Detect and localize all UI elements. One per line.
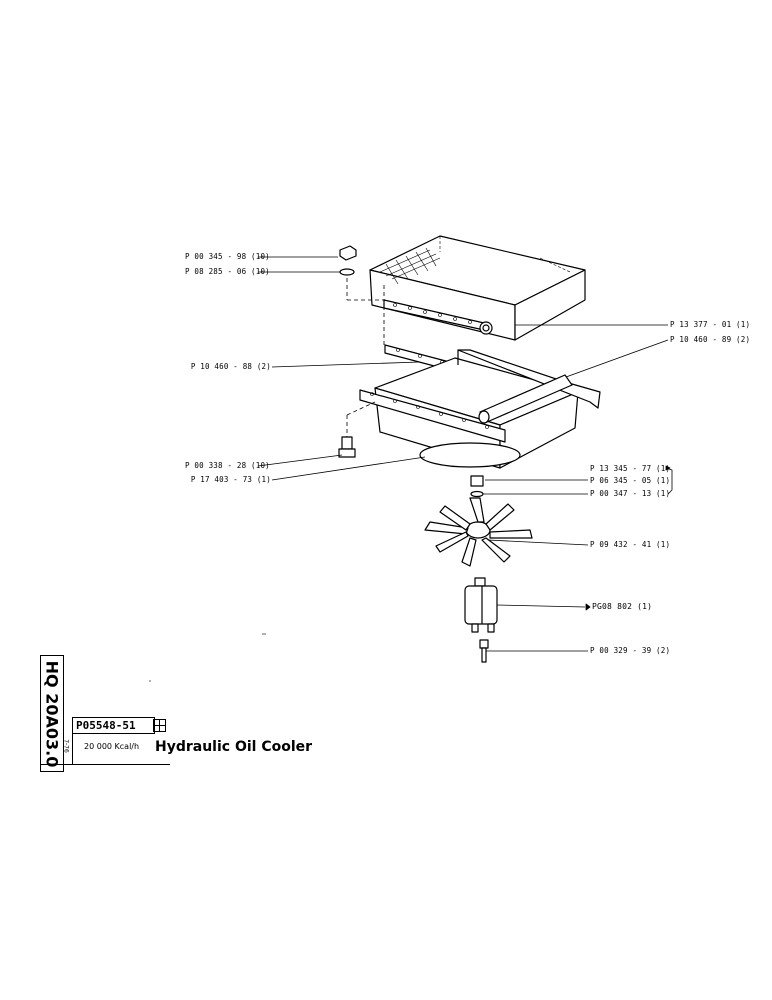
hub-nut xyxy=(470,475,484,498)
part-label: P 13 377 - 01 (1) xyxy=(670,320,751,329)
fan-blades xyxy=(424,497,533,567)
grid-box-icon xyxy=(153,719,166,732)
drawing-date: 7-76 xyxy=(62,739,70,753)
part-label: P 13 345 - 77 (1) xyxy=(590,464,671,473)
divider xyxy=(72,734,73,764)
drawing-title: Hydraulic Oil Cooler xyxy=(155,739,313,755)
part-label: P 08 285 - 06 (10) xyxy=(185,267,270,276)
divider xyxy=(40,764,170,765)
power-rating: 20 000 Kcal/h xyxy=(84,742,140,751)
part-number: P05548-51 xyxy=(72,717,155,734)
drawing-code-box: HQ 20A03.0 xyxy=(40,655,64,772)
part-label: PG08 802 (1) xyxy=(592,602,653,611)
part-label: P 06 345 - 05 (1) xyxy=(590,476,671,485)
part-label: P 10 460 - 89 (2) xyxy=(670,335,751,344)
leader-lines xyxy=(257,256,673,652)
drawing-code: HQ 20A03.0 xyxy=(42,660,62,767)
part-label: P 00 347 - 13 (1) xyxy=(590,489,671,498)
fan-shroud-frame xyxy=(359,349,601,469)
part-label: P 17 403 - 73 (1) xyxy=(190,475,271,484)
part-label: P 00 345 - 98 (10) xyxy=(185,252,270,261)
part-label: P 09 432 - 41 (1) xyxy=(590,540,671,549)
cooler-radiator xyxy=(369,235,586,341)
part-label: P 10 460 - 88 (2) xyxy=(190,362,271,371)
hydraulic-motor xyxy=(464,577,498,663)
part-label: P 00 338 - 28 (10) xyxy=(185,461,270,470)
nut-washer xyxy=(339,245,385,345)
hex-bolt xyxy=(338,401,376,458)
date-box: 7-76 xyxy=(60,726,72,766)
part-label: P 00 329 - 39 (2) xyxy=(590,646,671,655)
